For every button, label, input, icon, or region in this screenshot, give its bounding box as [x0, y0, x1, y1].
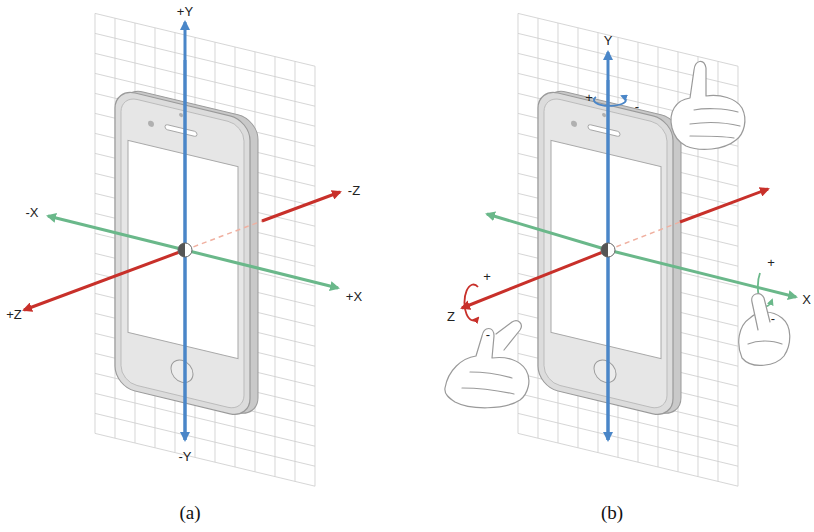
axis-label: -Y: [179, 450, 192, 463]
grid-line: [95, 13, 315, 66]
grid-line: [518, 433, 738, 486]
panel-caption: (a): [179, 503, 200, 522]
axis-label: +Y: [177, 5, 193, 18]
grid-line: [518, 413, 738, 466]
panel-caption: (b): [601, 503, 623, 522]
rotation-sign: +: [483, 270, 491, 283]
grid-line: [315, 66, 316, 486]
rotation-sign: +: [585, 91, 593, 104]
rotation-sign: -: [635, 100, 639, 113]
rotation-sign: -: [771, 312, 775, 325]
grid-line: [95, 433, 315, 486]
grid-line: [518, 13, 738, 66]
rotation-sign: +: [767, 256, 775, 269]
axis-label: X: [802, 293, 811, 306]
grid-line: [275, 57, 276, 477]
axis-label: Z: [447, 310, 455, 323]
grid-line: [295, 61, 296, 481]
grid-line: [95, 413, 315, 466]
axis-label: +Z: [6, 308, 22, 321]
grid-line: [95, 13, 96, 433]
axis-label: Y: [604, 34, 613, 47]
rotation-sign: -: [486, 328, 490, 341]
axis-label: +X: [346, 290, 362, 303]
grid-line: [95, 33, 315, 86]
axis-label: -X: [26, 206, 39, 219]
axis-label: -Z: [348, 184, 360, 197]
